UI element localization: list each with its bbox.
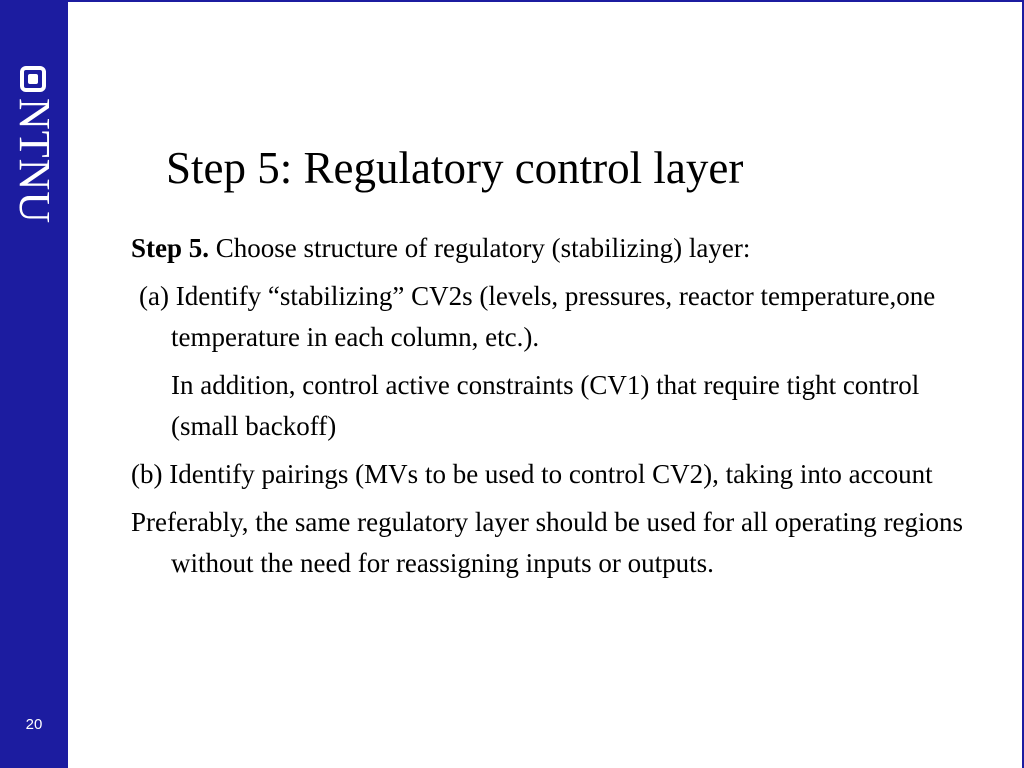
slide-title: Step 5: Regulatory control layer <box>166 143 744 193</box>
item-a: (a) Identify “stabilizing” CV2s (levels,… <box>139 281 936 352</box>
intro-paragraph: Step 5. Choose structure of regulatory (… <box>131 228 991 269</box>
top-border <box>68 0 1024 2</box>
item-b: (b) Identify pairings (MVs to be used to… <box>131 459 933 489</box>
conclusion-paragraph: Preferably, the same regulatory layer sh… <box>131 507 963 578</box>
intro-text: Choose structure of regulatory (stabiliz… <box>209 233 751 263</box>
ntnu-logo-icon <box>20 66 46 92</box>
logo-text: NTNU <box>10 98 59 225</box>
item-a-addition: In addition, control active constraints … <box>171 370 920 441</box>
slide-body: Step 5. Choose structure of regulatory (… <box>131 228 991 591</box>
sidebar: NTNU 20 <box>0 0 68 768</box>
right-border <box>1022 0 1024 768</box>
page-number: 20 <box>25 716 43 733</box>
step-label: Step 5. <box>131 233 210 263</box>
